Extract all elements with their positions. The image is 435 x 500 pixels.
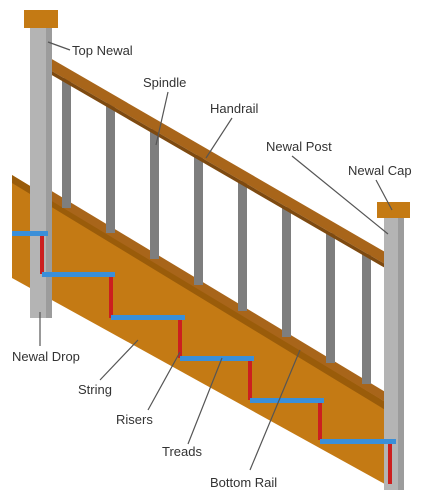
risers <box>40 236 392 484</box>
spindle <box>150 129 159 259</box>
bottom-rail <box>40 184 392 406</box>
riser <box>318 402 322 440</box>
handrail <box>50 58 392 268</box>
tread <box>12 231 48 236</box>
string-board <box>12 175 392 488</box>
riser <box>40 236 44 274</box>
spindle <box>194 155 203 285</box>
leader-spindle <box>155 91 169 146</box>
spindle <box>362 254 371 384</box>
label-treads: Treads <box>162 444 202 459</box>
label-newal-post: Newal Post <box>266 139 332 154</box>
leader-top-newal <box>47 41 71 51</box>
label-top-newal: Top Newal <box>72 43 133 58</box>
handrail-underside <box>50 70 392 272</box>
newal-cap <box>377 202 410 218</box>
spindle <box>282 207 291 337</box>
leader-newal-post <box>291 155 389 235</box>
label-risers: Risers <box>116 412 153 427</box>
tread <box>42 272 115 277</box>
riser <box>388 444 392 484</box>
leader-risers <box>147 351 181 411</box>
treads <box>12 231 396 444</box>
label-spindle: Spindle <box>143 75 186 90</box>
label-newal-drop: Newal Drop <box>12 349 80 364</box>
tread <box>111 315 185 320</box>
spindles <box>62 78 371 384</box>
leader-treads <box>187 357 223 445</box>
tread <box>320 439 396 444</box>
label-handrail: Handrail <box>210 101 259 116</box>
leader-lines <box>39 41 393 471</box>
tread <box>250 398 324 403</box>
tread <box>180 356 254 361</box>
label-bottom-rail: Bottom Rail <box>210 475 277 490</box>
riser <box>178 320 182 358</box>
riser <box>109 276 113 318</box>
riser <box>248 360 252 400</box>
leader-bottom-rail <box>249 349 301 471</box>
label-newal-cap: Newal Cap <box>348 163 412 178</box>
top-newal-cap <box>24 10 58 28</box>
leader-handrail <box>205 117 233 159</box>
leader-string <box>99 339 139 381</box>
label-string: String <box>78 382 112 397</box>
string-top-edge <box>12 175 392 414</box>
leader-newal-cap <box>375 179 393 211</box>
top-newal-post-shade <box>46 28 52 318</box>
spindle <box>62 78 71 208</box>
newal-post-shade <box>398 218 404 490</box>
spindle <box>106 103 115 233</box>
spindle <box>326 233 335 363</box>
spindle <box>238 181 247 311</box>
